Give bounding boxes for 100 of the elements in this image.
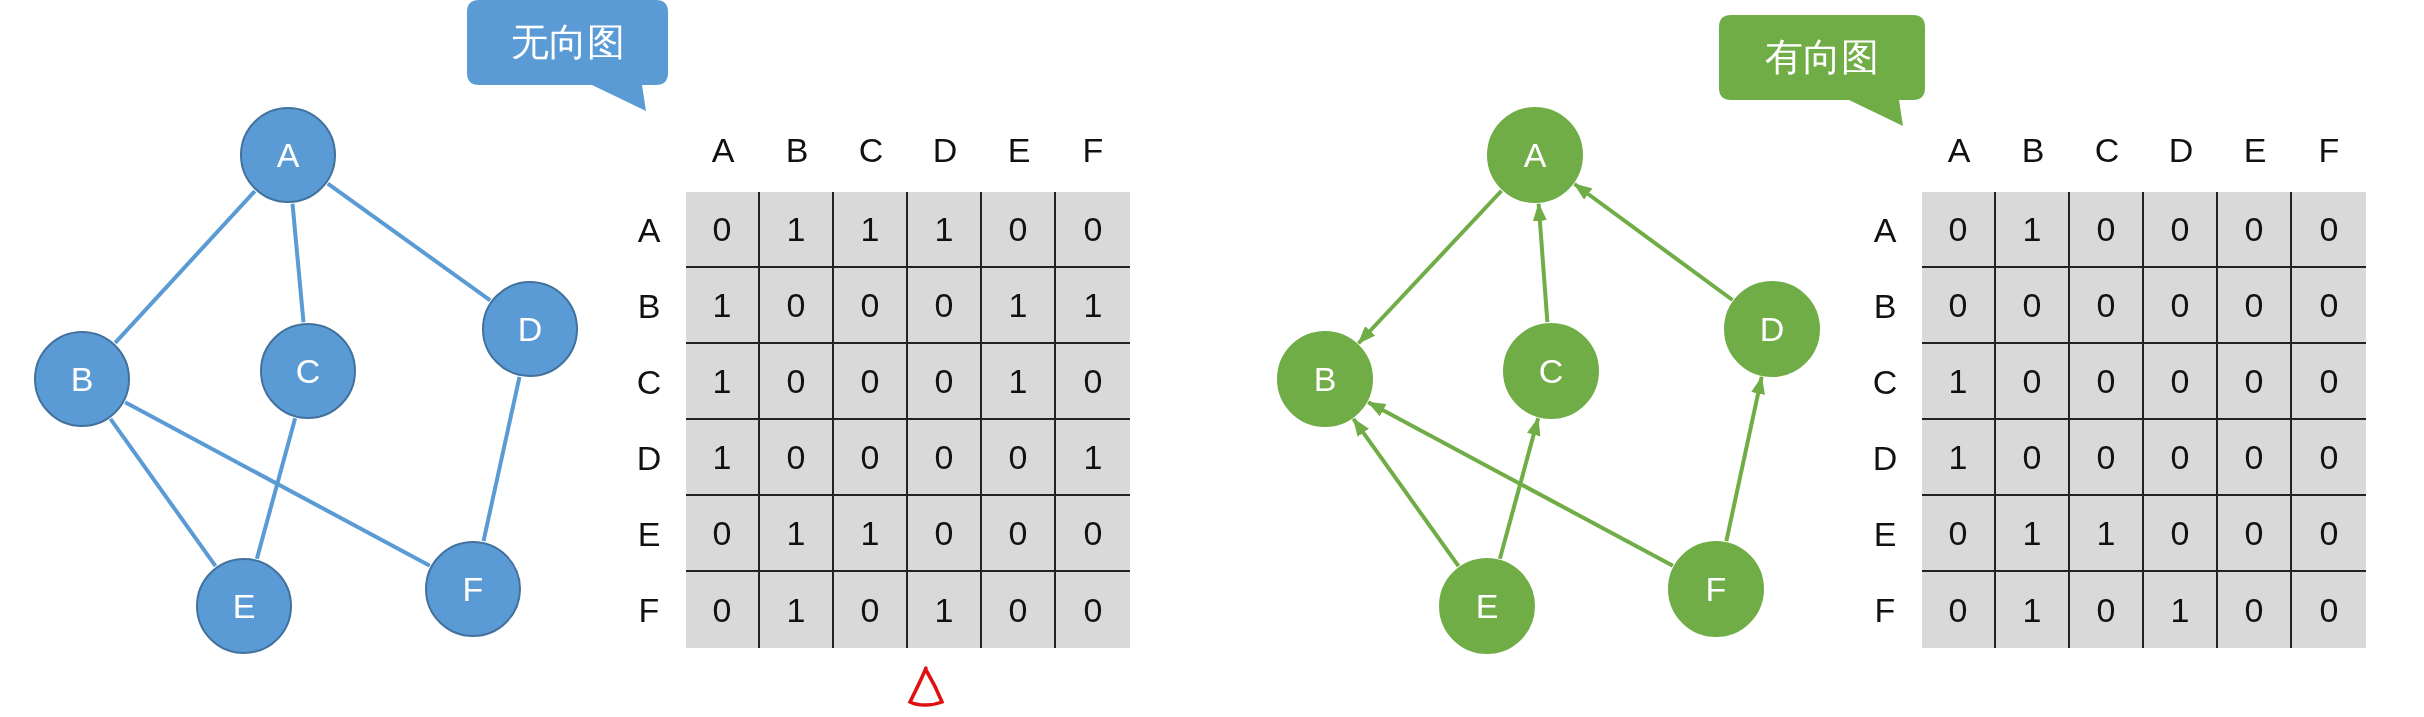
- row-header: B: [636, 286, 662, 326]
- matrix-cell: 0: [760, 268, 834, 344]
- matrix-cell: 1: [834, 192, 908, 268]
- matrix-cell: 0: [1922, 268, 1996, 344]
- matrix-cell: 0: [760, 420, 834, 496]
- column-header: D: [931, 130, 959, 170]
- arrow: [1724, 375, 1765, 542]
- matrix-cell: 1: [1922, 420, 1996, 496]
- edge-line: [124, 400, 431, 568]
- matrix-cell: 1: [1996, 496, 2070, 572]
- matrix-cell: 0: [1056, 496, 1130, 572]
- matrix-cell: 0: [2218, 268, 2292, 344]
- matrix-cell: 0: [1996, 420, 2070, 496]
- matrix-cell: 0: [686, 572, 760, 648]
- matrix-cell: 0: [2070, 268, 2144, 344]
- matrix-cell: 0: [1922, 496, 1996, 572]
- bubble-label: 无向图: [509, 19, 626, 66]
- vertex-label: F: [462, 572, 484, 606]
- arrow: [1497, 417, 1541, 560]
- matrix-cell: 1: [1996, 572, 2070, 648]
- matrix-cell: 0: [2218, 496, 2292, 572]
- matrix-cell: 1: [686, 344, 760, 420]
- vertex-label: B: [70, 362, 94, 396]
- matrix-cell: 0: [834, 420, 908, 496]
- speech-bubble: [1719, 15, 1925, 127]
- matrix-cell: 0: [686, 496, 760, 572]
- arrow: [1367, 400, 1674, 568]
- matrix-cell: 0: [834, 268, 908, 344]
- column-header: B: [784, 130, 810, 170]
- column-header: F: [1081, 130, 1105, 170]
- bubble-label: 有向图: [1764, 34, 1880, 81]
- vertex-label: A: [276, 138, 300, 172]
- matrix-cell: 1: [760, 496, 834, 572]
- matrix-cell: 0: [908, 496, 982, 572]
- matrix-cell: 0: [982, 496, 1056, 572]
- arrow: [1351, 417, 1461, 568]
- row-header: C: [1871, 362, 1899, 402]
- matrix-cell: 0: [1922, 572, 1996, 648]
- row-header: C: [635, 362, 663, 402]
- matrix-cell: 0: [2218, 344, 2292, 420]
- matrix-cell: 0: [2144, 344, 2218, 420]
- matrix-cell: 0: [2292, 496, 2366, 572]
- matrix-cell: 0: [2144, 192, 2218, 268]
- matrix-cell: 1: [982, 268, 1056, 344]
- matrix-cell: 1: [908, 572, 982, 648]
- matrix-cell: 0: [834, 344, 908, 420]
- matrix-cell: 0: [2292, 420, 2366, 496]
- matrix-cell: 0: [2070, 420, 2144, 496]
- arrow: [1357, 189, 1503, 345]
- column-header: A: [1946, 130, 1972, 170]
- arrow: [1573, 182, 1734, 302]
- matrix-cell: 0: [2144, 420, 2218, 496]
- vertex-label: E: [232, 589, 256, 623]
- arrow: [1532, 202, 1550, 323]
- matrix-cell: 0: [1996, 268, 2070, 344]
- matrix-cell: 0: [2292, 344, 2366, 420]
- edge-line: [108, 417, 218, 568]
- matrix-cell: 1: [2144, 572, 2218, 648]
- matrix-cell: 0: [982, 420, 1056, 496]
- row-header: D: [1871, 438, 1899, 478]
- row-header: B: [1872, 286, 1898, 326]
- matrix-cell: 1: [686, 268, 760, 344]
- column-header: B: [2020, 130, 2046, 170]
- matrix-cell: 0: [2144, 268, 2218, 344]
- vertex-label: B: [1313, 362, 1337, 396]
- matrix-cell: 1: [1922, 344, 1996, 420]
- row-header: E: [1872, 514, 1898, 554]
- row-header: E: [636, 514, 662, 554]
- matrix-cell: 0: [1922, 192, 1996, 268]
- vertex-circle: [1277, 331, 1373, 427]
- matrix-cell: 0: [2218, 420, 2292, 496]
- matrix-cell: 0: [908, 344, 982, 420]
- column-header: E: [1006, 130, 1032, 170]
- matrix-cell: 0: [908, 420, 982, 496]
- matrix-cell: 0: [2070, 572, 2144, 648]
- matrix-cell: 0: [982, 192, 1056, 268]
- matrix-cell: 0: [760, 344, 834, 420]
- speech-bubble: [467, 0, 668, 111]
- matrix-cell: 0: [2144, 496, 2218, 572]
- matrix-cell-text: 0: [2318, 589, 2340, 631]
- column-header: F: [2317, 130, 2341, 170]
- matrix-cell: 0: [2218, 192, 2292, 268]
- edge-line: [113, 189, 257, 345]
- matrix-cell: 0: [2070, 344, 2144, 420]
- matrix-cell: 1: [908, 192, 982, 268]
- row-header: A: [1872, 210, 1898, 250]
- matrix-cell: 1: [1996, 192, 2070, 268]
- matrix-cell: 1: [1056, 420, 1130, 496]
- matrix-cell: 0: [982, 572, 1056, 648]
- matrix-cell: 1: [686, 420, 760, 496]
- vertex-label: E: [1475, 589, 1499, 623]
- matrix-cell: 0: [908, 268, 982, 344]
- column-header: D: [2167, 130, 2195, 170]
- matrix-cell: 1: [760, 572, 834, 648]
- row-header: D: [635, 438, 663, 478]
- column-header: E: [2242, 130, 2268, 170]
- column-header: C: [857, 130, 885, 170]
- matrix-cell: 0: [1056, 344, 1130, 420]
- edge-line: [326, 181, 492, 303]
- matrix-cell: 1: [834, 496, 908, 572]
